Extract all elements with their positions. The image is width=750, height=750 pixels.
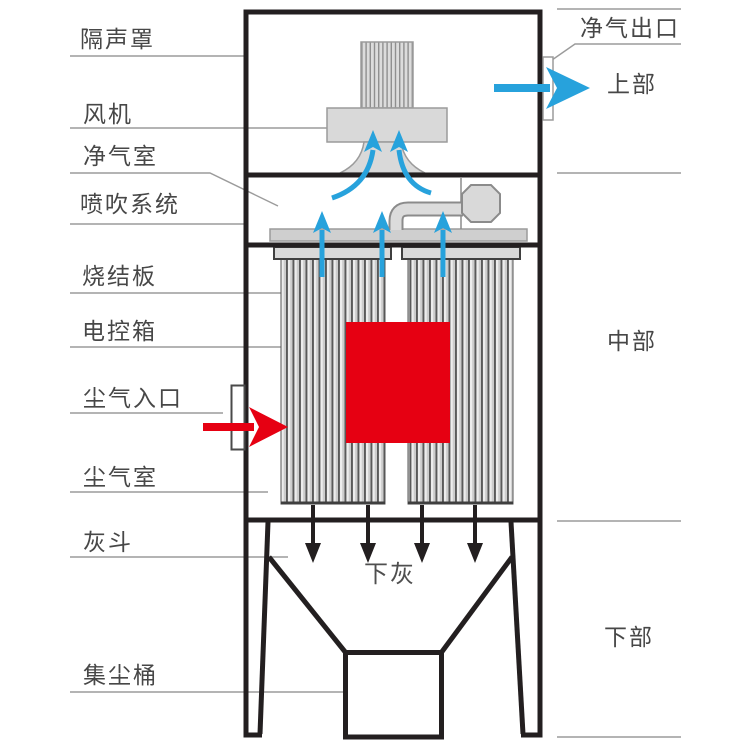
label-clean-gas-outlet: 净气出口 xyxy=(580,16,680,42)
ash-discharge-arrows xyxy=(305,505,483,563)
label-sound-enclosure: 隔声罩 xyxy=(80,27,155,53)
fan-inlet-bell xyxy=(339,141,426,174)
label-electric-control-box: 电控箱 xyxy=(82,319,157,345)
leader-clean-air-chamber xyxy=(70,172,279,207)
leader-clean-gas-outlet xyxy=(551,43,681,61)
fan-housing xyxy=(326,107,448,143)
body-structure xyxy=(243,9,543,740)
label-dust-collection-barrel: 集尘桶 xyxy=(83,663,158,689)
label-ash-hopper: 灰斗 xyxy=(83,530,133,556)
filter-cap-right xyxy=(401,246,521,260)
label-ash-discharge: 下灰 xyxy=(364,560,416,588)
airflow-up-arrows xyxy=(313,211,452,277)
label-dusty-gas-chamber: 尘气室 xyxy=(83,465,158,491)
label-upper-section: 上部 xyxy=(607,72,657,98)
label-sintered-plate: 烧结板 xyxy=(82,264,157,290)
left-leg-inner xyxy=(257,521,271,735)
label-clean-air-chamber: 净气室 xyxy=(83,144,158,170)
dust-barrel xyxy=(343,650,444,740)
tube-sheet xyxy=(269,228,528,242)
label-dusty-gas-inlet: 尘气入口 xyxy=(83,386,183,412)
hopper-right-slope xyxy=(438,555,515,655)
label-lower-section: 下部 xyxy=(604,625,654,651)
label-pulse-jet-system: 喷吹系统 xyxy=(80,192,180,218)
label-middle-section: 中部 xyxy=(607,329,657,355)
clean-gas-outflow-arrow xyxy=(494,67,590,109)
leader-lines xyxy=(70,8,681,738)
inlet-flange xyxy=(230,384,246,451)
airflow-curved-arrows xyxy=(331,130,432,201)
hopper-left-slope xyxy=(267,555,348,655)
label-fan: 风机 xyxy=(83,102,133,128)
right-leg-inner xyxy=(508,521,526,735)
pulse-valve-octagon xyxy=(461,184,501,223)
blow-pipe xyxy=(390,203,463,230)
electric-control-box xyxy=(346,322,450,443)
filter-cap-left xyxy=(273,246,392,260)
dusty-gas-inflow-arrow xyxy=(203,407,288,447)
fan-motor xyxy=(360,41,414,109)
